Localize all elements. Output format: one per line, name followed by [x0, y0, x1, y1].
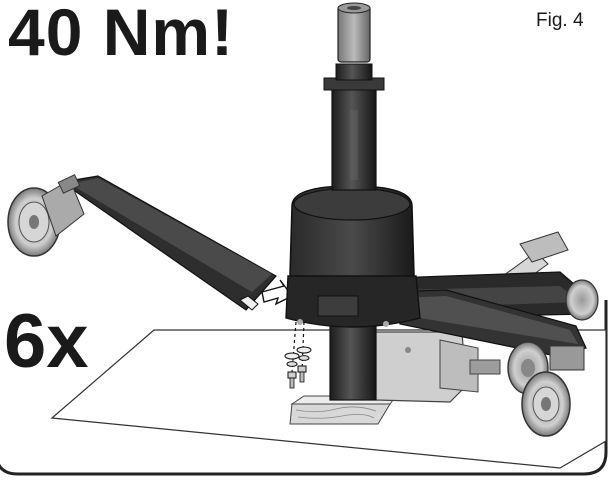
base-housing-icon [285, 185, 421, 328]
left-arm-icon [60, 175, 277, 311]
torque-label: 40 Nm! [8, 0, 235, 69]
caster-wheel-right-icon [507, 279, 599, 437]
caster-wheel-left-icon [7, 174, 85, 257]
insert-arrow-icon [261, 279, 294, 306]
lower-column-icon [329, 323, 377, 401]
mounting-plate-icon [371, 331, 501, 403]
socket-wrench-icon [337, 2, 371, 63]
front-arm-icon [391, 289, 587, 357]
quantity-label: 6x [4, 299, 89, 384]
frame-border [0, 300, 608, 476]
figure-number: Fig. 4 [536, 10, 584, 31]
upper-column-icon [323, 63, 385, 191]
bolts-washers-icon [284, 346, 312, 389]
